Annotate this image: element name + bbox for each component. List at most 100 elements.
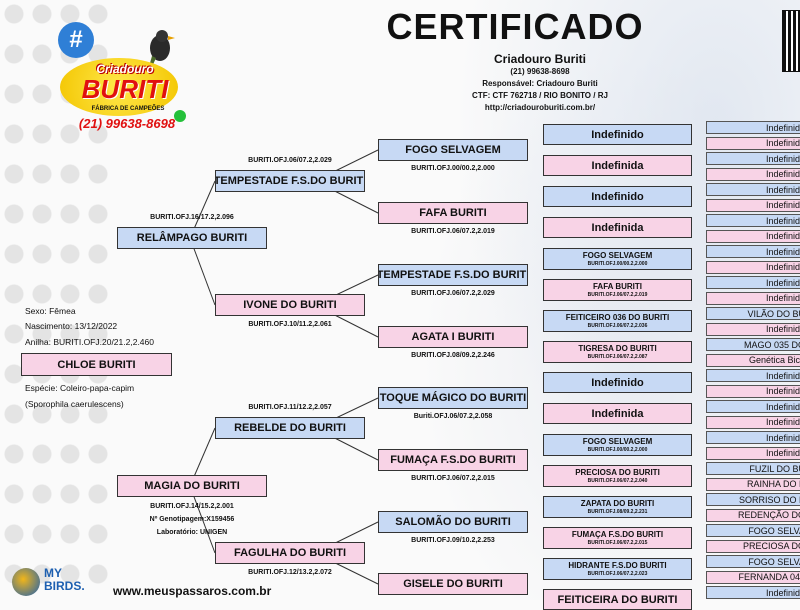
ancestor-gen6-box[interactable]: Indefinida <box>706 446 800 460</box>
great-grandparent-box[interactable]: FOGO SELVAGEM <box>378 139 528 161</box>
logo-brand-text: BURITI <box>81 74 169 104</box>
qr-code <box>782 10 800 72</box>
bird-ring: Anilha: BURITI.OFJ.20/21.2,2.460 <box>25 337 154 347</box>
ancestor-gen6-box[interactable]: Indefinido <box>706 121 800 134</box>
bird-birth-date: Nascimento: 13/12/2022 <box>25 321 118 331</box>
ancestor-box[interactable]: Indefinida <box>543 403 692 424</box>
ancestor-gen6-box[interactable]: MAGO 035 DO <box>706 338 800 351</box>
laboratory: Laboratório: UNIGEN <box>156 529 228 536</box>
mybirds-bird-icon <box>12 568 40 596</box>
great-grandparent-box[interactable]: SALOMÃO DO BURITI <box>378 511 528 533</box>
ancestor-gen6-box[interactable]: Indefinido <box>706 431 800 444</box>
grandparent-box[interactable]: IVONE DO BURITI <box>215 294 365 316</box>
great-grandparent-box[interactable]: TEMPESTADE F.S.DO BURITI <box>378 264 528 286</box>
grandparent-box[interactable]: FAGULHA DO BURITI <box>215 542 365 564</box>
ancestor-ring-code: BURITI.OFJ.00/00.2,2.000 <box>587 261 648 267</box>
ancestor-gen6-box[interactable]: Indefinida <box>706 260 800 274</box>
ancestor-box[interactable]: Indefinido <box>543 186 692 207</box>
ancestor-gen6-box[interactable]: VILÃO DO BU <box>706 307 800 320</box>
ancestor-gen6-box[interactable]: FUZIL DO BU <box>706 462 800 475</box>
ancestor-ring-code: BURITI.OFJ.06/07.2,2.015 <box>587 540 648 546</box>
mybirds-brand-top: MY <box>44 566 62 580</box>
ancestor-gen6-box[interactable]: Indefinida <box>706 198 800 212</box>
ancestor-box[interactable]: FEITICEIRO 036 DO BURITI <box>543 310 692 332</box>
genotyping-number: Nº Genotipagem:X159456 <box>149 516 235 523</box>
ancestor-gen6-box[interactable]: Indefinido <box>706 586 800 599</box>
great-grandparent-ring-code: BURITI.OFJ.06/07.2,2.015 <box>411 475 495 482</box>
ancestor-gen6-box[interactable]: FOGO SELVA <box>706 524 800 537</box>
ancestor-box[interactable]: FOGO SELVAGEM <box>543 248 692 270</box>
ancestor-box[interactable]: HIDRANTE F.S.DO BURITI <box>543 558 692 580</box>
bird-scientific-name: (Sporophila caerulescens) <box>25 399 124 409</box>
great-grandparent-box[interactable]: FUMAÇA F.S.DO BURITI <box>378 449 528 471</box>
ancestor-gen6-box[interactable]: RAINHA DO B <box>706 477 800 491</box>
great-grandparent-ring-code: BURITI.OFJ.06/07.2,2.019 <box>411 228 495 235</box>
ancestor-box[interactable]: TIGRESA DO BURITI <box>543 341 692 363</box>
ancestor-box[interactable]: FOGO SELVAGEM <box>543 434 692 456</box>
great-grandparent-box[interactable]: AGATA I BURITI <box>378 326 528 348</box>
ancestor-gen6-box[interactable]: Genética Bico <box>706 353 800 367</box>
bird-name-box: CHLOE BURITI <box>21 353 172 376</box>
breeder-ctf: CTF: CTF 762718 / RIO BONITO / RJ <box>472 91 608 100</box>
ancestor-gen6-box[interactable]: Indefinida <box>706 229 800 243</box>
grandparent-box[interactable]: TEMPESTADE F.S.DO BURITI <box>215 170 365 192</box>
great-grandparent-ring-code: BURITI.OFJ.06/07.2,2.029 <box>411 290 495 297</box>
great-grandparent-ring-code: BURITI.OFJ.08/09.2,2.246 <box>411 352 495 359</box>
footer-site-link[interactable]: www.meuspassaros.com.br <box>113 584 272 598</box>
grandparent-ring-code: BURITI.OFJ.12/13.2,2.072 <box>248 569 332 576</box>
ancestor-gen6-box[interactable]: Indefinida <box>706 415 800 429</box>
ancestor-gen6-box[interactable]: SORRISO DO B <box>706 493 800 506</box>
parent-box[interactable]: MAGIA DO BURITI <box>117 475 267 497</box>
grandparent-ring-code: BURITI.OFJ.11/12.2,2.057 <box>248 404 332 411</box>
great-grandparent-ring-code: Buriti.OFJ.06/07.2,2.058 <box>413 413 493 420</box>
ancestor-gen6-box[interactable]: Indefinido <box>706 183 800 196</box>
ancestor-box[interactable]: FUMAÇA F.S.DO BURITI <box>543 527 692 549</box>
ancestor-box[interactable]: Indefinida <box>543 155 692 176</box>
breeder-name: Criadouro Buriti <box>494 52 586 66</box>
ancestor-box[interactable]: ZAPATA DO BURITI <box>543 496 692 518</box>
ancestor-gen6-box[interactable]: Indefinida <box>706 136 800 150</box>
ancestor-gen6-box[interactable]: Indefinido <box>706 400 800 413</box>
ancestor-gen6-box[interactable]: Indefinido <box>706 369 800 382</box>
ancestor-box[interactable]: Indefinida <box>543 217 692 238</box>
ancestor-gen6-box[interactable]: REDENÇÃO DO <box>706 508 800 522</box>
ancestor-gen6-box[interactable]: Indefinida <box>706 384 800 398</box>
ancestor-gen6-box[interactable]: PRECIOSA DO <box>706 539 800 553</box>
ancestor-gen6-box[interactable]: Indefinido <box>706 245 800 258</box>
ancestor-ring-code: BURITI.OFJ.06/07.2,2.087 <box>587 354 648 360</box>
logo-phone: (21) 99638-8698 <box>78 116 176 131</box>
ancestor-box[interactable]: Indefinido <box>543 372 692 393</box>
logo-bird-icon <box>138 26 178 86</box>
breeder-url[interactable]: http://criadouroburiti.com.br/ <box>484 103 596 112</box>
breeder-logo: # Criadouro BURITI FÁBRICA DE CAMPEÕES (… <box>48 18 198 143</box>
breeder-phone: (21) 99638-8698 <box>510 67 570 76</box>
ancestor-ring-code: BURITI.OFJ.08/09.2,2.231 <box>587 509 648 515</box>
mybirds-brand-bottom: BIRDS. <box>44 579 85 593</box>
great-grandparent-box[interactable]: TOQUE MÁGICO DO BURITI <box>378 387 528 409</box>
ancestor-gen6-box[interactable]: Indefinido <box>706 276 800 289</box>
ancestor-box[interactable]: PRECIOSA DO BURITI <box>543 465 692 487</box>
ancestor-ring-code: BURITI.OFJ.06/07.2,2.040 <box>587 478 648 484</box>
ancestor-box[interactable]: FAFA BURITI <box>543 279 692 301</box>
ancestor-gen6-box[interactable]: FERNANDA 049 <box>706 570 800 584</box>
ancestor-ring-code: BURITI.OFJ.06/07.2,2.036 <box>587 323 648 329</box>
certificate-title: CERTIFICADO <box>386 6 644 47</box>
ancestor-gen6-box[interactable]: Indefinida <box>706 322 800 336</box>
parent-box[interactable]: RELÂMPAGO BURITI <box>117 227 267 249</box>
great-grandparent-ring-code: BURITI.OFJ.00/00.2,2.000 <box>411 165 495 172</box>
ancestor-box[interactable]: Indefinido <box>543 124 692 145</box>
great-grandparent-box[interactable]: GISELE DO BURITI <box>378 573 528 595</box>
grandparent-ring-code: BURITI.OFJ.10/11.2,2.061 <box>248 321 332 328</box>
grandparent-ring-code: BURITI.OFJ.06/07.2,2.029 <box>248 157 332 164</box>
ancestor-gen6-box[interactable]: Indefinida <box>706 167 800 181</box>
ancestor-gen6-box[interactable]: Indefinida <box>706 291 800 305</box>
ancestor-ring-code: BURITI.OFJ.06/07.2,2.019 <box>587 292 648 298</box>
great-grandparent-box[interactable]: FAFA BURITI <box>378 202 528 224</box>
breeder-responsible: Responsável: Criadouro Buriti <box>482 79 598 88</box>
ancestor-gen6-box[interactable]: Indefinido <box>706 152 800 165</box>
grandparent-box[interactable]: REBELDE DO BURITI <box>215 417 365 439</box>
ancestor-gen6-box[interactable]: Indefinido <box>706 214 800 227</box>
bird-sex: Sexo: Fêmea <box>25 306 76 316</box>
mybirds-logo: MY BIRDS. <box>12 566 102 596</box>
ancestor-gen6-box[interactable]: FOGO SELVA <box>706 555 800 568</box>
